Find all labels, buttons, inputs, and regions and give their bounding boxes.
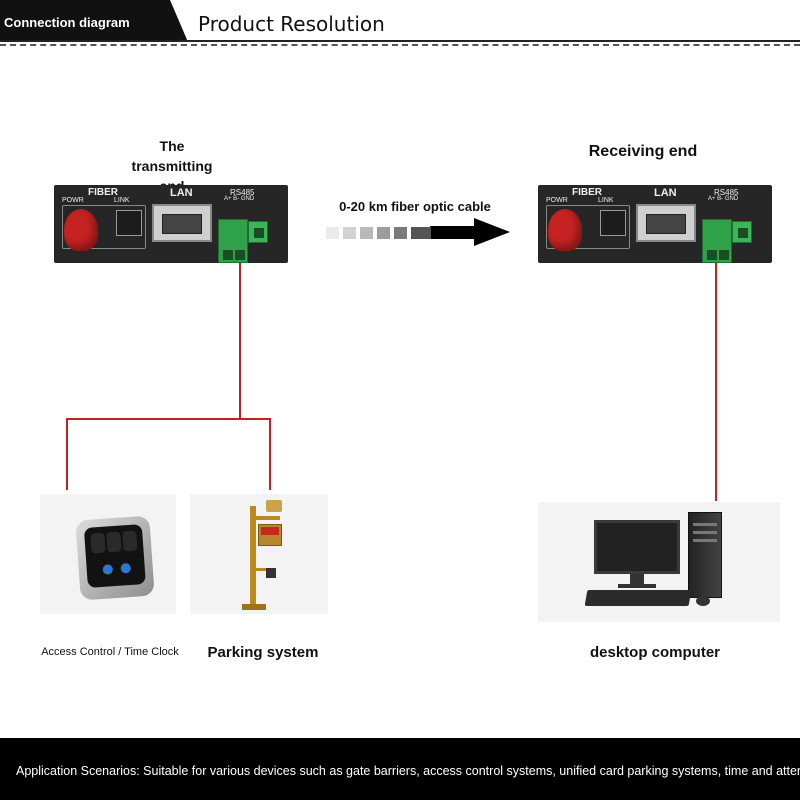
rs485-label: RS485 xyxy=(714,188,739,197)
link-label: LINK xyxy=(114,197,130,204)
power-label: POWR xyxy=(546,197,568,204)
header-divider xyxy=(0,40,800,42)
power-label: POWR xyxy=(62,197,84,204)
connection-line-access xyxy=(66,418,68,490)
desktop-computer-label: desktop computer xyxy=(589,644,721,661)
connection-line-tx-vertical xyxy=(239,263,241,419)
fiber-cable-segment xyxy=(411,227,431,239)
rs485-terminal-block-icon xyxy=(248,221,268,243)
fiber-cable-segment xyxy=(394,227,407,239)
fiber-cable-segment xyxy=(326,227,339,239)
rs485-terminal-icon xyxy=(702,219,732,263)
connection-line-parking xyxy=(269,418,271,490)
fiber-label: FIBER xyxy=(88,187,118,198)
fiber-port-frame xyxy=(62,205,146,249)
header-tab-label: Connection diagram xyxy=(4,15,130,30)
receiving-end-label: Receiving end xyxy=(588,143,698,160)
rs485-terminal-icon xyxy=(218,219,248,263)
connection-line-tx-horizontal xyxy=(66,418,271,420)
fiber-port-frame xyxy=(546,205,630,249)
fiber-cable-segment xyxy=(377,227,390,239)
rs485-pin-labels: A+ B- GND xyxy=(224,196,255,202)
connection-line-rx-vertical xyxy=(715,263,717,501)
parking-system-label: Parking system xyxy=(207,644,319,661)
header-tab xyxy=(0,0,188,42)
receiver-panel: FIBER POWR LINK LAN RS485 A+ B- GND xyxy=(538,185,772,263)
header-dashed-divider xyxy=(0,44,800,46)
footer-bar: Application Scenarios: Suitable for vari… xyxy=(0,738,800,800)
fiber-cable-segment xyxy=(343,227,356,239)
desktop-computer-image xyxy=(538,502,780,622)
fiber-port-icon xyxy=(64,209,98,251)
link-indicator-icon xyxy=(600,210,626,236)
lan-port-icon xyxy=(152,204,212,242)
fiber-cable-label: 0-20 km fiber optic cable xyxy=(339,199,491,214)
application-scenarios-text: Application Scenarios: Suitable for vari… xyxy=(16,764,800,778)
fiber-port-icon xyxy=(548,209,582,251)
parking-system-image xyxy=(190,494,328,614)
lan-port-icon xyxy=(636,204,696,242)
transmitter-panel: FIBER POWR LINK LAN RS485 A+ B- GND xyxy=(54,185,288,263)
access-control-image xyxy=(40,494,176,614)
rs485-pin-labels: A+ B- GND xyxy=(708,196,739,202)
rs485-terminal-block-icon xyxy=(732,221,752,243)
fiber-cable-segment xyxy=(360,227,373,239)
arrow-right-icon xyxy=(474,218,510,246)
arrow-shaft xyxy=(430,226,476,239)
link-indicator-icon xyxy=(116,210,142,236)
page-title: Product Resolution xyxy=(198,12,385,36)
fiber-label: FIBER xyxy=(572,187,602,198)
rs485-label: RS485 xyxy=(230,188,255,197)
lan-label: LAN xyxy=(170,187,193,199)
lan-label: LAN xyxy=(654,187,677,199)
access-control-label: Access Control / Time Clock xyxy=(41,646,179,658)
link-label: LINK xyxy=(598,197,614,204)
